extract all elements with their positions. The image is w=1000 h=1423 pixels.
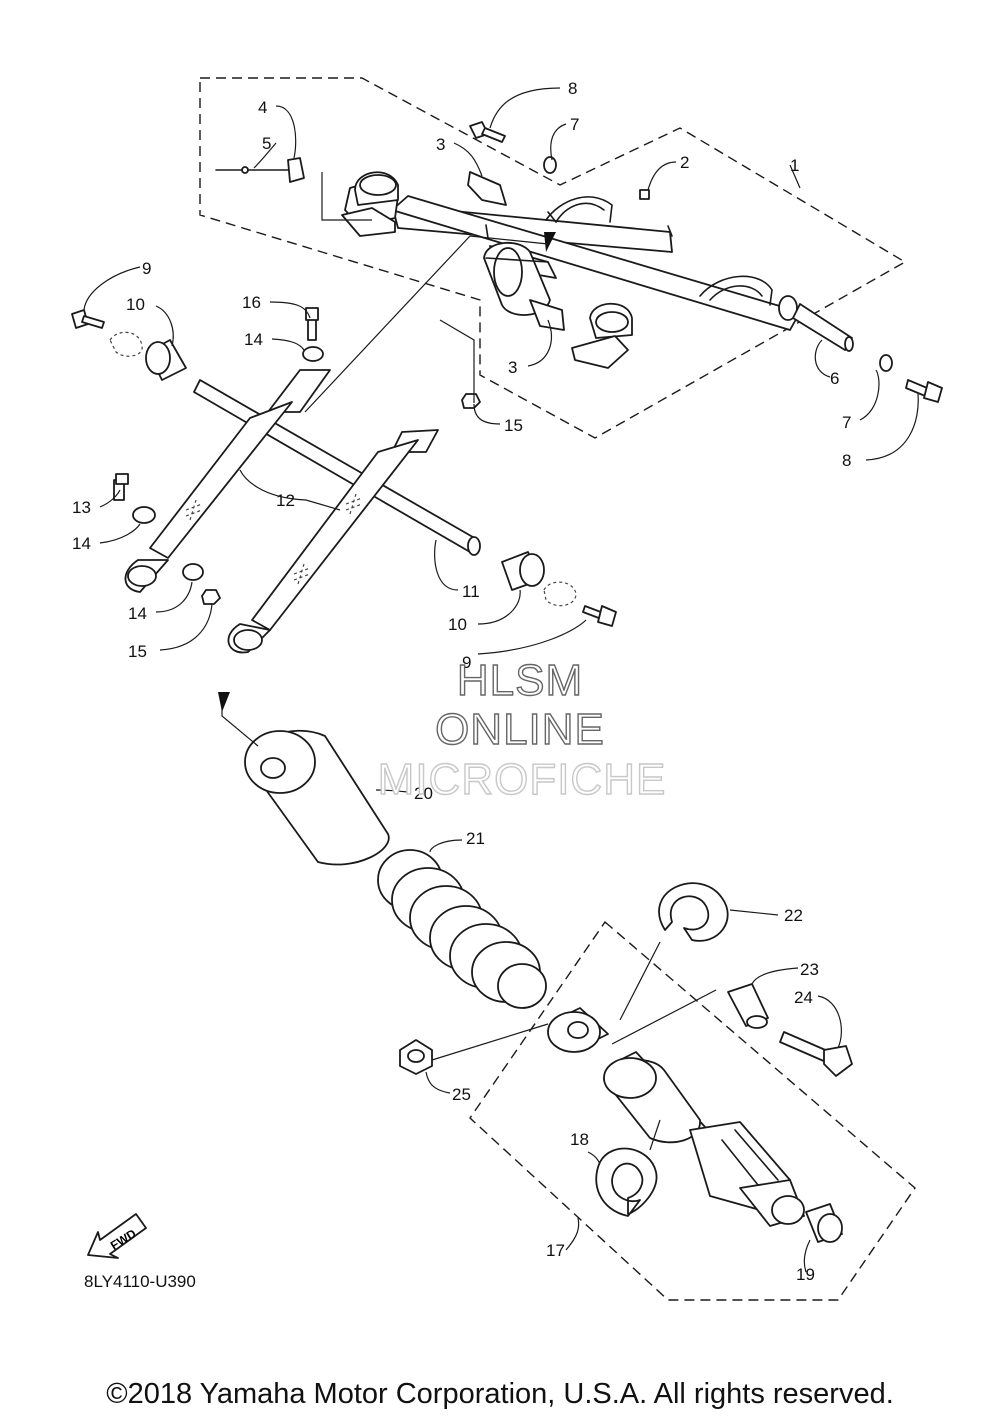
clip-part-22 <box>658 882 729 942</box>
cover-part-lower <box>529 299 565 331</box>
callout-10-left: 10 <box>126 295 145 314</box>
collar-part-19 <box>805 1203 843 1243</box>
callout-5: 5 <box>262 134 271 153</box>
svg-text:HLSM: HLSM <box>457 656 583 705</box>
bolt-part-8-lower <box>905 379 943 403</box>
alignment-arrow-lower <box>218 692 230 712</box>
callout-9-right: 9 <box>462 653 471 672</box>
shaft-part-6 <box>792 303 853 351</box>
collar-part-23 <box>727 983 769 1029</box>
leader-lines <box>83 87 919 1273</box>
nut-part-15-a <box>201 589 221 605</box>
collar-part-10-left <box>145 339 187 381</box>
forward-arrow-icon: FWD <box>87 1213 147 1259</box>
washer-part-7-upper <box>543 156 557 174</box>
bolt-part-8-upper <box>469 121 506 143</box>
callout-21: 21 <box>466 829 485 848</box>
callout-8-lower: 8 <box>842 451 851 470</box>
copyright-footer: ©2018 Yamaha Motor Corporation, U.S.A. A… <box>106 1378 894 1410</box>
callout-3-lower: 3 <box>508 358 517 377</box>
callout-numbers: 1 2 3 3 4 5 6 7 7 8 8 9 9 10 10 11 12 13… <box>72 79 851 1284</box>
callout-11: 11 <box>462 582 480 601</box>
callout-14-a: 14 <box>72 534 91 553</box>
callout-13: 13 <box>72 498 91 517</box>
callout-2: 2 <box>680 153 689 172</box>
callout-20: 20 <box>414 784 433 803</box>
callout-14-c: 14 <box>244 330 263 349</box>
bolt-part-24 <box>779 1031 853 1077</box>
grease-nipple-part <box>639 189 650 200</box>
svg-text:ONLINE: ONLINE <box>435 705 605 754</box>
washer-part-7-lower <box>879 354 893 372</box>
callout-1: 1 <box>790 156 799 175</box>
svg-text:MICROFICHE: MICROFICHE <box>378 755 667 804</box>
nut-part-25 <box>399 1039 433 1075</box>
boot-part-20 <box>244 730 390 866</box>
collar-part-4 <box>287 157 305 183</box>
alignment-arrow-upper <box>544 232 556 252</box>
callout-14-b: 14 <box>128 604 147 623</box>
callout-18: 18 <box>570 1130 589 1149</box>
arm-part-12 <box>124 369 439 654</box>
callout-23: 23 <box>800 960 819 979</box>
callout-19: 19 <box>796 1265 815 1284</box>
callout-12: 12 <box>276 491 295 510</box>
shock-absorber-part-17 <box>547 1007 805 1227</box>
callout-7-upper: 7 <box>570 115 579 134</box>
washer-part-14-c <box>302 346 324 362</box>
callout-16: 16 <box>242 293 261 312</box>
callout-9-left: 9 <box>142 259 151 278</box>
clip-part-18 <box>595 1147 658 1217</box>
callout-4: 4 <box>258 98 267 117</box>
callout-10-right: 10 <box>448 615 467 634</box>
callout-22: 22 <box>784 906 803 925</box>
callout-3-upper: 3 <box>436 135 445 154</box>
callout-6: 6 <box>830 369 839 388</box>
callout-8-upper: 8 <box>568 79 577 98</box>
callout-25: 25 <box>452 1085 471 1104</box>
washer-part-14-a <box>132 506 156 524</box>
washer-part-14-b <box>182 563 204 581</box>
upper-arm-assembly <box>341 171 801 369</box>
cover-part-upper <box>467 171 507 206</box>
part-code: 8LY4110-U390 <box>84 1272 196 1291</box>
shock-assembly-group-outline <box>469 920 916 1301</box>
collar-part-10-right <box>501 551 545 591</box>
callout-15-b: 15 <box>504 416 523 435</box>
callout-7-lower: 7 <box>842 413 851 432</box>
upper-arm-group-outline <box>199 77 907 439</box>
nut-part-15-b <box>461 393 481 409</box>
bolt-part-9-right <box>543 581 617 627</box>
spring-part-21 <box>377 849 547 1009</box>
bolt-part-9-left <box>71 309 143 357</box>
watermark: HLSM ONLINE MICROFICHE <box>377 655 667 804</box>
callout-17: 17 <box>546 1241 565 1260</box>
callout-15-a: 15 <box>128 642 147 661</box>
callout-24: 24 <box>794 988 813 1007</box>
